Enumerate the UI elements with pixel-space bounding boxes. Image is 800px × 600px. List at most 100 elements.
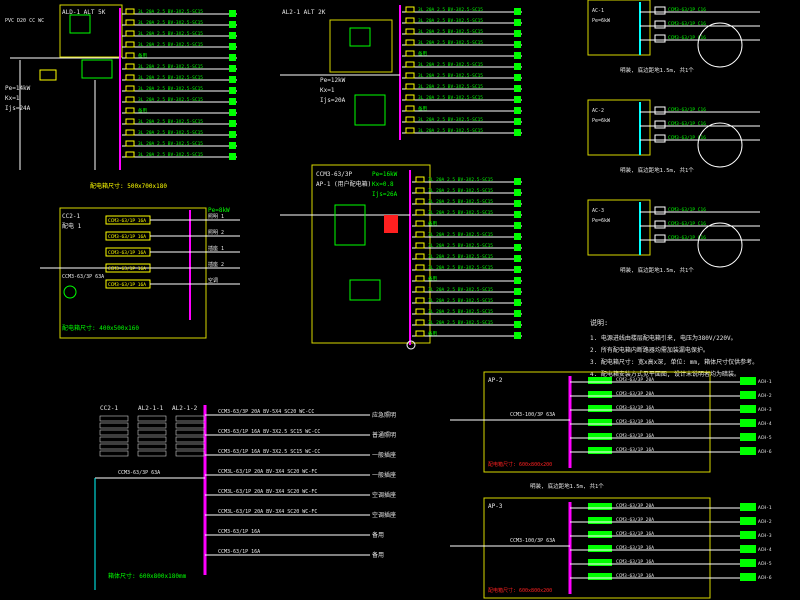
right-box-circle-marker	[697, 222, 743, 268]
tl-terminal-marker	[229, 109, 236, 116]
tm-terminal-marker	[514, 85, 521, 92]
panel-bottom-left-incoming: CCM3-63/3P 63A	[118, 470, 160, 476]
bottom-right-row-label: CCM3-63/3P 20A	[616, 377, 654, 383]
right-box-id: AC-2	[592, 108, 604, 114]
tl-feeder-label: 3L 20A 2.5 BV-3X2.5-SC15	[138, 64, 203, 70]
tm-breaker-symbol	[405, 39, 415, 46]
bottom-right-load-label: ACH-2	[758, 393, 772, 399]
tl-breaker-symbol	[125, 52, 135, 59]
bottom-left-row-load: 一般插座	[372, 451, 396, 459]
center-breaker-symbol	[415, 198, 425, 205]
tl-terminal-marker	[229, 32, 236, 39]
bottom-right-load-label: ACH-3	[758, 407, 772, 413]
right-box-breaker	[654, 206, 666, 215]
panel-top-left-feeders: 3L 20A 2.5 BV-3X2.5-SC15 3L 20A 2.5 BV-3X…	[122, 8, 237, 160]
center-terminal-marker	[514, 244, 521, 251]
center-feeder-label: 3L 20A 2.5 BV-3X2.5-SC15	[428, 232, 493, 238]
right-box-caption: 明装, 底边距地1.5m, 共1个	[620, 66, 694, 74]
panel-center-feeders: 3L 20A 2.5 BV-3X2.5-SC15 3L 20A 2.5 BV-3X…	[412, 176, 522, 339]
notes-line-4: 4. 配电箱安装方式见平面图, 设计未说明者均为暗装。	[590, 370, 740, 378]
right-box-row-label: CCM3-63/1P C16	[668, 7, 706, 13]
panel-top-left-frame	[59, 4, 123, 58]
tl-terminal-marker	[229, 153, 236, 160]
center-terminal-marker	[514, 222, 521, 229]
bottom-right-row-label: CCM3-63/1P 16A	[616, 545, 654, 551]
bottom-right-load-marker	[740, 545, 756, 553]
panel-middle-left-tag-2: 配电 1	[62, 222, 82, 230]
tm-breaker-symbol	[405, 105, 415, 112]
tl-feeder-label: 3L 20A 2.5 BV-3X2.5-SC15	[138, 9, 203, 15]
right-box-breaker	[654, 106, 666, 115]
panel-top-middle-frame	[329, 19, 393, 73]
center-breaker-symbol	[415, 220, 425, 227]
bottom-right-row-label: CCM3-63/1P 16A	[616, 559, 654, 565]
tl-feeder-label: 3L 20A 2.5 BV-3X2.5-SC15	[138, 141, 203, 147]
tm-breaker-symbol	[405, 50, 415, 57]
bottom-right-row-marker	[588, 377, 612, 384]
tm-feeder-label: 3L 20A 2.5 BV-3X2.5-SC15	[418, 29, 483, 35]
center-terminal-marker	[514, 200, 521, 207]
bottom-left-row-label: CCM3L-63/1P 20A BV-3X4 SC20 WC-FC	[218, 469, 317, 475]
bottom-left-row-load: 空调插座	[372, 491, 396, 499]
panel-top-left: ALD-1 ALT 5K PVC D20 CC WC Pe=14kW Kx=1 …	[5, 4, 237, 190]
middle-left-row-load: 插座 2	[208, 261, 224, 268]
bottom-left-matrix-cell	[175, 443, 205, 450]
bottom-left-row-label: CCM3-63/1P 16A BV-3X2.5 SC15 WC-CC	[218, 449, 320, 455]
bottom-right-row-marker	[588, 503, 612, 510]
tl-breaker-symbol	[125, 63, 135, 70]
bottom-right-load-marker	[740, 419, 756, 427]
tl-feeder-label: 3L 20A 2.5 BV-3X2.5-SC15	[138, 31, 203, 37]
middle-left-row-label: CCM3-63/1P 16A	[108, 218, 146, 224]
tm-feeder-label: 3L 20A 2.5 BV-3X2.5-SC15	[418, 117, 483, 123]
tm-terminal-marker	[514, 52, 521, 59]
right-box-breaker	[654, 234, 666, 243]
tm-breaker-symbol	[405, 28, 415, 35]
bottom-left-matrix-cell	[175, 450, 205, 457]
bottom-left-matrix-cell	[99, 415, 129, 422]
tl-feeder-label: 备用	[138, 107, 147, 114]
center-breaker-symbol	[415, 209, 425, 216]
tm-breaker-symbol	[405, 61, 415, 68]
right-box-note: Pe=6kW	[592, 18, 611, 24]
bottom-right-load-label: ACH-2	[758, 519, 772, 525]
tm-terminal-marker	[514, 96, 521, 103]
center-terminal-marker	[514, 233, 521, 240]
tl-feeder-label: 3L 20A 2.5 BV-3X2.5-SC15	[138, 119, 203, 125]
bottom-right-row-label: CCM3-63/3P 20A	[616, 517, 654, 523]
tl-feeder-label: 备用	[138, 52, 147, 59]
tl-breaker-symbol	[125, 96, 135, 103]
bottom-right-row-label: CCM3-63/1P 16A	[616, 573, 654, 579]
bottom-right-row-label: CCM3-63/1P 16A	[616, 419, 654, 425]
tl-terminal-marker	[229, 54, 236, 61]
panel-center: CCM3-63/3P AP-1 (用户配电箱) Pe=16kW Kx=0.8 I…	[280, 164, 522, 350]
bottom-right-header: AP-3	[488, 503, 503, 510]
panel-top-left-caption: 配电箱尺寸: 500x700x180	[90, 182, 167, 190]
bottom-left-matrix-cell	[137, 450, 167, 457]
tl-breaker-symbol	[125, 41, 135, 48]
bottom-left-matrix-cell	[99, 450, 129, 457]
center-feeder-label: 3L 20A 2.5 BV-3X2.5-SC15	[428, 320, 493, 326]
bottom-right-row-marker	[588, 447, 612, 454]
center-terminal-marker	[514, 255, 521, 262]
panel-middle-left-frame	[59, 207, 207, 339]
center-terminal-marker	[514, 310, 521, 317]
center-terminal-marker	[514, 211, 521, 218]
right-box-frame	[587, 199, 651, 256]
tm-terminal-marker	[514, 63, 521, 70]
bottom-left-row-label: CCM3-63/3P 20A BV-5X4 SC20 WC-CC	[218, 409, 314, 415]
tm-breaker-symbol	[405, 6, 415, 13]
tl-terminal-marker	[229, 65, 236, 72]
center-breaker-symbol	[415, 308, 425, 315]
tl-breaker-symbol	[125, 151, 135, 158]
bottom-left-row-load: 一般插座	[372, 471, 396, 479]
panel-top-middle-header: AL2-1 ALT 2K	[282, 9, 326, 16]
tl-breaker-symbol	[125, 19, 135, 26]
tl-terminal-marker	[229, 43, 236, 50]
tm-terminal-marker	[514, 30, 521, 37]
tm-terminal-marker	[514, 107, 521, 114]
bottom-right-caption: 配电箱尺寸: 600x800x200	[488, 587, 552, 594]
center-breaker-symbol	[415, 297, 425, 304]
